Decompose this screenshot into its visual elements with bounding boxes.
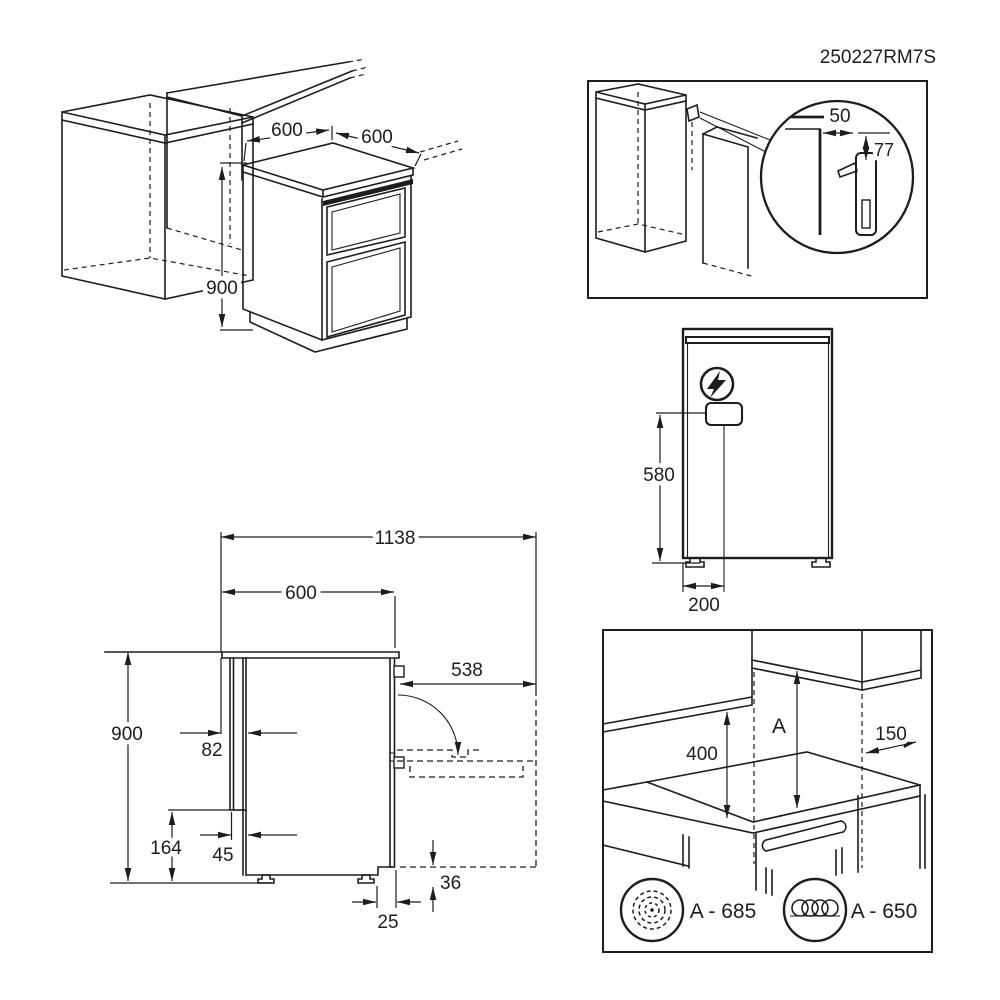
dim-label-depth-600: 600 <box>285 583 317 604</box>
isometric-overview-view: 600 600 900 <box>61 58 463 353</box>
bracket-screw <box>837 161 858 179</box>
clearance-view: 400 A 150 A - 685 <box>602 629 933 953</box>
cooker-handle <box>761 820 847 853</box>
open-door-dashed <box>397 690 540 868</box>
hob-edge-guides <box>753 672 863 868</box>
anti-tip-bracket-small <box>686 103 771 170</box>
cooker-hood-fan-icon <box>632 890 672 930</box>
panel-border <box>602 629 933 953</box>
appliance-back-panel <box>681 327 834 560</box>
dim-label-terminal-offset-200: 200 <box>688 595 720 616</box>
door-swing-arc <box>397 694 462 756</box>
left-foot <box>685 557 705 568</box>
clearance-dimensions: 400 A 150 <box>682 671 917 818</box>
cupboard-clearance-legend: A - 650 <box>782 877 922 943</box>
model-number: 250227RM7S <box>820 47 936 68</box>
panel-border <box>587 80 928 299</box>
dim-label-height-900: 900 <box>111 724 143 745</box>
side-dimensions: 1138 600 538 900 82 164 45 36 25 <box>107 524 537 938</box>
front-foot <box>357 874 375 884</box>
dim-label-width-600: 600 <box>271 120 303 141</box>
back-panel <box>242 657 247 876</box>
dim-label-164: 164 <box>150 838 182 859</box>
detail-left-cabinet <box>595 83 687 254</box>
lower-latch <box>393 756 405 769</box>
side-view: 1138 600 538 900 82 164 45 36 25 <box>104 524 540 938</box>
cooker-isometric <box>240 142 416 353</box>
upper-latch <box>393 665 405 678</box>
dim-label-1138: 1138 <box>375 528 416 549</box>
left-cabinet <box>61 94 254 300</box>
dim-label-bracket-50: 50 <box>829 106 850 127</box>
bracket-slot <box>861 199 871 229</box>
dim-label-height-900: 900 <box>206 278 238 299</box>
right-foot <box>811 557 831 568</box>
dim-label-door-538: 538 <box>451 660 483 681</box>
terminal-box <box>704 401 744 427</box>
bracket-detail-panel: 50 77 <box>587 80 928 299</box>
upper-drawer-front <box>326 186 406 257</box>
detail-right-cabinet <box>701 125 758 278</box>
dim-label-bracket-77: 77 <box>874 140 894 160</box>
dim-label-shelf-400: 400 <box>686 744 718 765</box>
dim-label-door-gap-36: 36 <box>440 873 461 894</box>
dim-label-A: A <box>772 715 786 738</box>
plinth <box>249 311 408 353</box>
hood-clearance-label: A - 685 <box>690 900 757 923</box>
dim-label-depth-600: 600 <box>361 127 393 148</box>
back-top-rail <box>685 336 830 344</box>
hood-clearance-legend: A - 685 <box>619 877 761 943</box>
cupboard-clearance-label: A - 650 <box>851 900 918 923</box>
dim-label-terminal-height-580: 580 <box>643 465 675 486</box>
iso-dimensions: 600 600 900 <box>202 116 422 331</box>
lower-drawer-front <box>326 240 406 339</box>
base <box>245 866 393 876</box>
lightning-bolt-icon <box>699 366 735 402</box>
rear-view: 580 200 <box>639 327 834 621</box>
detail-magnifier-circle: 50 77 <box>759 99 915 255</box>
rear-foot <box>257 874 275 884</box>
dim-label-foot-inset-25: 25 <box>377 912 398 933</box>
control-strip <box>323 179 413 206</box>
rear-dimensions: 580 200 <box>639 412 724 621</box>
dim-label-side-150: 150 <box>875 724 907 745</box>
worktop <box>104 651 400 659</box>
dim-label-rear-gap-82: 82 <box>201 740 222 761</box>
cooker-front <box>682 795 859 896</box>
adjacent-cabinet-and-worktop <box>166 58 463 251</box>
heating-element-coil-icon <box>790 899 840 917</box>
wall-cabinets-and-hood <box>602 629 922 733</box>
dim-label-rear-gap-45: 45 <box>212 845 233 866</box>
